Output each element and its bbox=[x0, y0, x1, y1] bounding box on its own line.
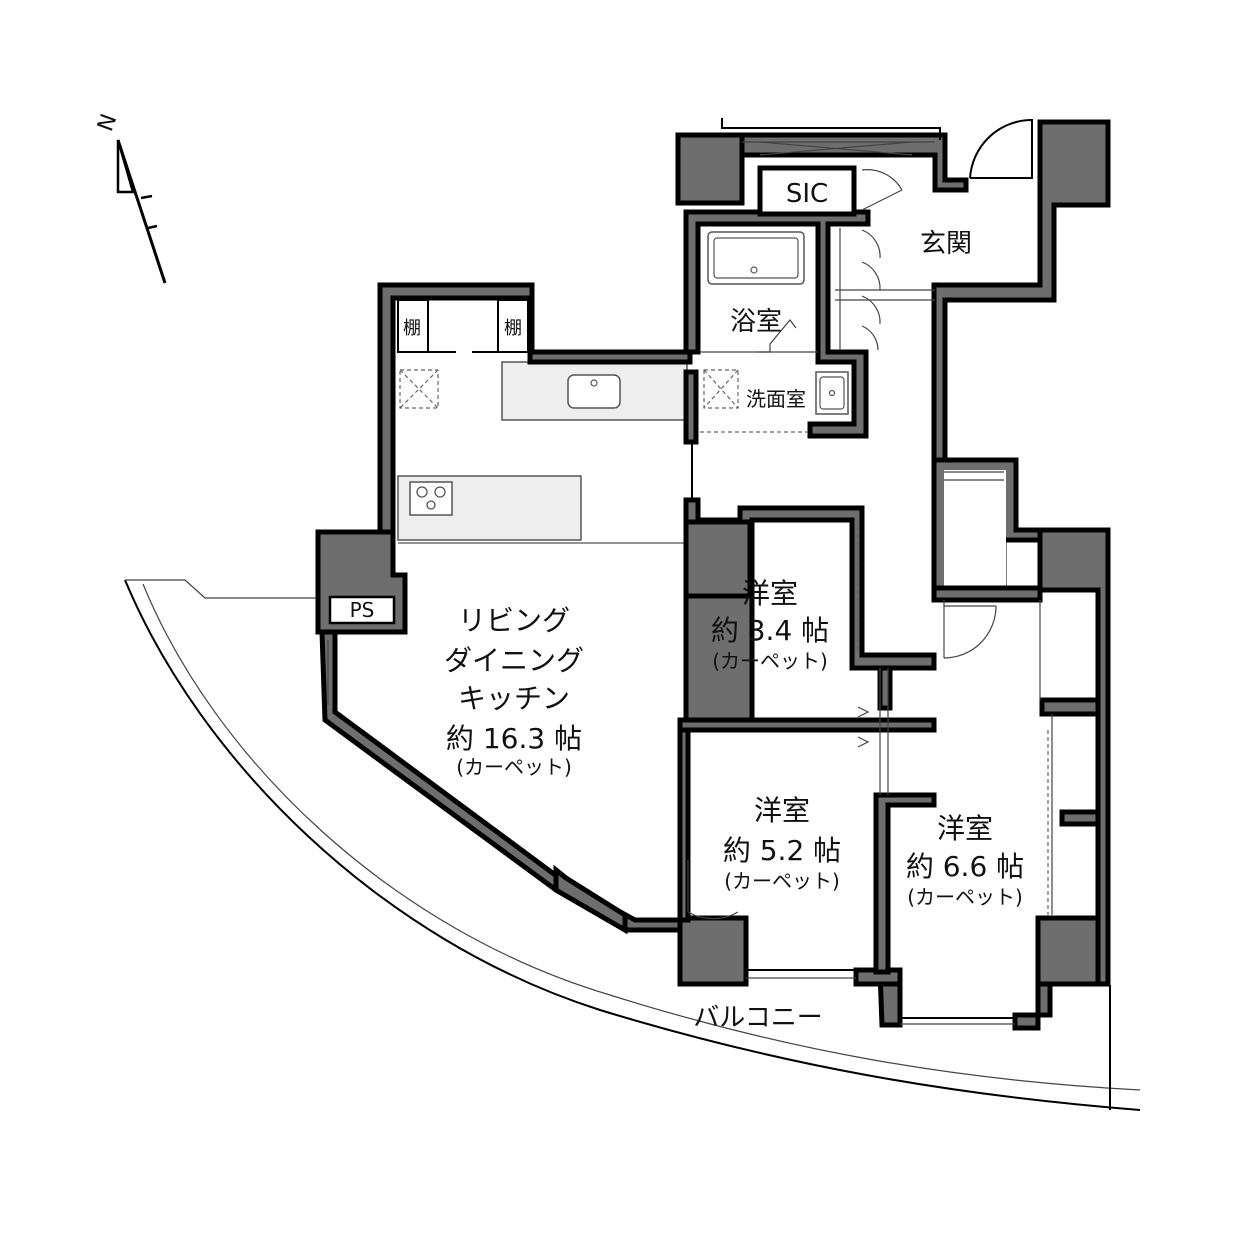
labels: SIC 玄関 浴室 洗面室 棚 棚 PS リビング ダイニング キッチン 約 1… bbox=[350, 179, 1025, 1033]
balcony-outline bbox=[124, 579, 1141, 1111]
label-entrance: 玄関 bbox=[920, 229, 972, 259]
washbasin-icon bbox=[815, 371, 849, 415]
stove-icon bbox=[409, 481, 453, 516]
label-ldk-line2: ダイニング bbox=[444, 644, 584, 677]
bathtub-icon bbox=[707, 231, 805, 285]
label-room-a-name: 洋室 bbox=[742, 577, 798, 610]
label-ldk-floor: (カーペット) bbox=[456, 755, 572, 779]
sink-icon bbox=[567, 374, 621, 409]
label-bath: 浴室 bbox=[730, 307, 782, 337]
walls bbox=[315, 119, 1111, 1031]
label-sic: SIC bbox=[786, 179, 828, 209]
label-ldk-line3: キッチン bbox=[458, 682, 570, 715]
label-washroom: 洗面室 bbox=[746, 387, 806, 411]
label-room-a-floor: (カーペット) bbox=[712, 649, 828, 673]
north-label: N bbox=[93, 111, 122, 135]
label-room-b-area: 約 5.2 帖 bbox=[723, 834, 841, 867]
label-ps: PS bbox=[350, 598, 375, 622]
ps-box bbox=[328, 595, 396, 625]
label-ldk-line1: リビング bbox=[458, 604, 570, 637]
washer-space-icon bbox=[703, 369, 739, 409]
label-shelf-right: 棚 bbox=[504, 318, 522, 339]
label-ldk-area: 約 16.3 帖 bbox=[446, 722, 582, 755]
fridge-space-icon bbox=[399, 369, 439, 409]
label-room-b-floor: (カーペット) bbox=[724, 869, 840, 893]
label-room-c-area: 約 6.6 帖 bbox=[906, 850, 1024, 883]
label-room-a-area: 約 3.4 帖 bbox=[711, 614, 829, 647]
north-arrow: N bbox=[93, 111, 167, 284]
label-shelf-left: 棚 bbox=[403, 318, 421, 339]
details bbox=[327, 118, 1053, 1025]
label-room-c-name: 洋室 bbox=[937, 812, 993, 845]
label-room-b-name: 洋室 bbox=[754, 794, 810, 827]
label-room-c-floor: (カーペット) bbox=[907, 885, 1023, 909]
label-balcony: バルコニー bbox=[693, 1003, 822, 1033]
